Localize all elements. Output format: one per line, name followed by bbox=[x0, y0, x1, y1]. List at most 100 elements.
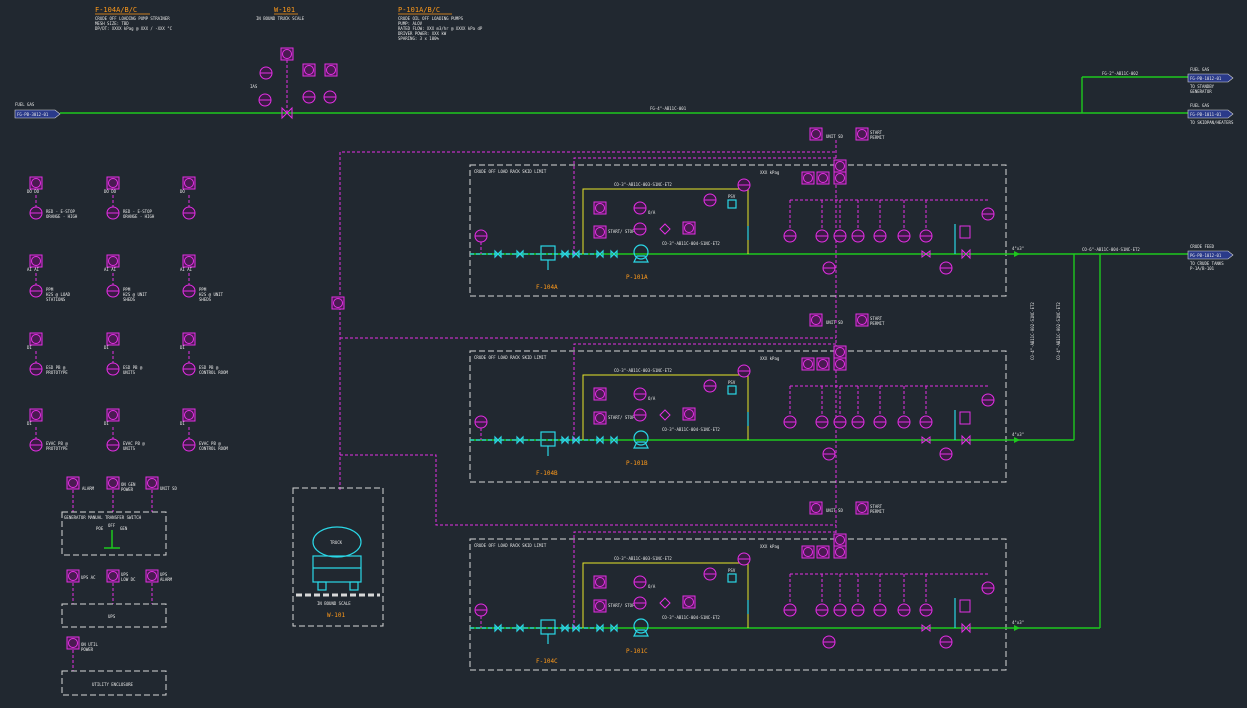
legend-io: AI AI bbox=[104, 267, 117, 272]
fg-transmitter-icon bbox=[259, 66, 273, 80]
pump-desc-3: RATED FLOW: XXX m3/hr @ XXXX kPa dP bbox=[398, 26, 483, 31]
utility-title: UTILITY ENCLOSURE bbox=[92, 682, 134, 687]
legend-instrument-icon bbox=[182, 254, 196, 268]
riser1-label: CO-4"-AB11C-002-S1NC-ET2 bbox=[1030, 302, 1035, 360]
legend-io: DI bbox=[104, 421, 109, 426]
legend-text: STATIONS bbox=[46, 297, 66, 302]
transmitter-icon bbox=[851, 415, 865, 429]
fg-out1-ref: FG-PB-1012-01 bbox=[1190, 76, 1222, 81]
legend-bubble-icon bbox=[29, 206, 43, 220]
fg-out2-dest: TO SKIDPAN/HEATERS bbox=[1190, 120, 1234, 125]
psv-label: PSV bbox=[728, 568, 736, 573]
truck-label: TRUCK bbox=[330, 540, 343, 545]
discharge-line-label: CO-3"-AB11C-004-S1NC-ET2 bbox=[662, 427, 720, 432]
transmitter-icon bbox=[815, 415, 829, 429]
equipment-header: F-104A/B/C CRUDE OFF LOADING PUMP STRAIN… bbox=[95, 6, 483, 41]
transmitter-icon bbox=[851, 229, 865, 243]
legend-text: EVAC PB @ bbox=[199, 441, 221, 446]
pump-icon bbox=[633, 430, 649, 446]
legend-text: UNITS bbox=[123, 446, 136, 451]
legend-bubble-icon bbox=[106, 362, 120, 376]
transmitter-icon bbox=[833, 603, 847, 617]
transmitter-icon bbox=[633, 201, 647, 215]
legend-text: ESD PB @ bbox=[199, 365, 219, 370]
skid-title: CRUDE OFF LOAD RACK SKID LIMIT bbox=[474, 355, 547, 360]
start-stop-label: START/ STOP bbox=[608, 415, 635, 420]
instrument-icon bbox=[593, 387, 607, 401]
strainer-icon bbox=[540, 619, 556, 635]
instrument-icon bbox=[593, 411, 607, 425]
legend-io: DI bbox=[27, 345, 32, 350]
strainer-tag: F-104A bbox=[536, 284, 558, 291]
pump-desc-1: CRUDE OIL OFF LOADING PUMPS bbox=[398, 16, 464, 21]
unit-sd-label: UNIT SD bbox=[826, 134, 843, 139]
pump-tag: P-101C bbox=[626, 648, 648, 655]
legend-text: CONTROL ROOM bbox=[199, 446, 228, 451]
valve-icon bbox=[494, 435, 502, 445]
pump-tag: P-101A/B/C bbox=[398, 6, 440, 14]
ups-alarm-2: ALARM bbox=[160, 577, 173, 582]
transmitter-icon bbox=[981, 207, 995, 221]
instrument-icon bbox=[593, 599, 607, 613]
fuel-gas-line: FUEL GAS FG-PB-3012-01 FG-4"-AB11C-001 F… bbox=[14, 47, 1234, 125]
crude-header: CO-6"-AB11C-004-S1NC-ET2 CO-4"-AB11C-002… bbox=[1010, 244, 1234, 629]
legend-text: H2S @ UNIT bbox=[123, 292, 148, 297]
legend-bubble-icon bbox=[29, 438, 43, 452]
valve-icon bbox=[921, 624, 931, 632]
psv-set-label: XXX kPag bbox=[760, 170, 780, 175]
logic-icon bbox=[659, 409, 671, 421]
instrument-icon bbox=[833, 159, 847, 173]
utility-panel: ON UTIL POWER UTILITY ENCLOSURE bbox=[61, 636, 167, 696]
instrument-icon bbox=[833, 545, 847, 559]
legend-io: DO DO bbox=[27, 189, 40, 194]
legend-text: PPM bbox=[123, 287, 131, 292]
transmitter-icon bbox=[919, 229, 933, 243]
suction-line-label: CO-3"-AB11C-003-S1NC-ET2 bbox=[614, 368, 672, 373]
fg-out2-label: FUEL GAS bbox=[1190, 103, 1210, 108]
start-permit-icon bbox=[855, 313, 869, 327]
gen-power-2: POWER bbox=[121, 487, 134, 492]
transmitter-icon bbox=[873, 603, 887, 617]
gen-power-instrument-icon bbox=[106, 476, 120, 490]
fg-instrument-icon bbox=[324, 63, 338, 77]
riser2-label: CO-4"-AB11C-002-S1NC-ET2 bbox=[1056, 302, 1061, 360]
instrument-icon bbox=[801, 171, 815, 185]
instrument-icon bbox=[833, 345, 847, 359]
instrument-icon bbox=[593, 575, 607, 589]
fg-instrument-icon bbox=[280, 47, 294, 61]
transmitter-icon bbox=[873, 229, 887, 243]
transmitter-icon bbox=[737, 552, 751, 566]
unit-sd-instrument-icon bbox=[145, 476, 159, 490]
legend-instrument-icon bbox=[182, 176, 196, 190]
legend-item: DO bbox=[180, 176, 196, 220]
pump-icon bbox=[633, 618, 649, 634]
fg-out1-dest-2: GENERATOR bbox=[1190, 89, 1212, 94]
fg-in-ref: FG-PB-3012-01 bbox=[17, 112, 49, 117]
strainer-tag: F-104B bbox=[536, 470, 558, 477]
valve-icon bbox=[561, 435, 569, 445]
instrument-icon bbox=[682, 221, 696, 235]
legend-text: ESD PB @ bbox=[46, 365, 66, 370]
transmitter-icon bbox=[737, 364, 751, 378]
legend-bubble-icon bbox=[106, 438, 120, 452]
pump-tag: P-101B bbox=[626, 460, 648, 467]
legend-text: UNITS bbox=[123, 370, 136, 375]
valve-icon bbox=[921, 250, 931, 258]
transmitter-icon bbox=[633, 387, 647, 401]
unit-sd-icon bbox=[809, 127, 823, 141]
oa-label: O/A bbox=[648, 396, 656, 401]
legend-instrument-icon bbox=[182, 332, 196, 346]
skid-title: CRUDE OFF LOAD RACK SKID LIMIT bbox=[474, 169, 547, 174]
transmitter-icon bbox=[815, 229, 829, 243]
crude-header-label: CO-6"-AB11C-004-S1NC-ET2 bbox=[1082, 247, 1140, 252]
valve-icon bbox=[610, 623, 618, 633]
transmitter-icon bbox=[474, 603, 488, 617]
legend-text: PROTOTYPE bbox=[46, 370, 68, 375]
